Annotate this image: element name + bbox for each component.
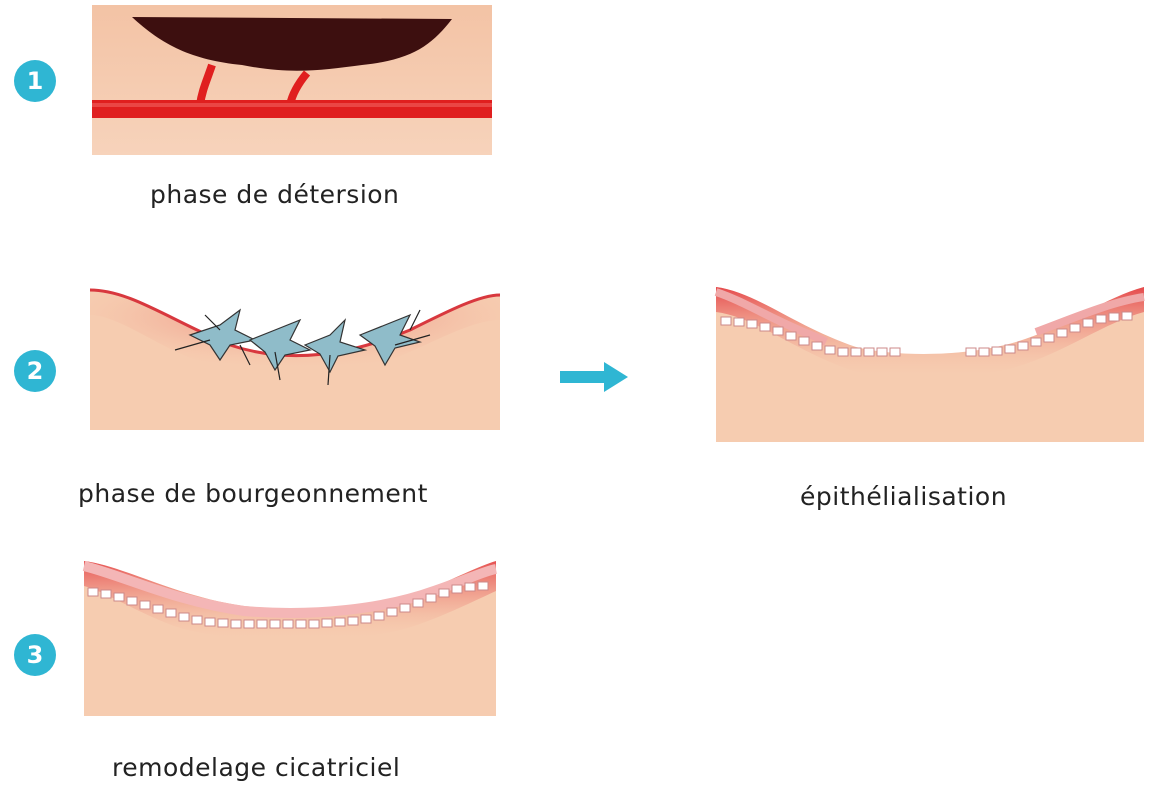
detersion-illustration [92,5,492,155]
step-2-badge: 2 [14,350,56,392]
step-3-caption: remodelage cicatriciel [112,753,400,782]
right-arrow-icon [560,362,630,392]
step-1-badge: 1 [14,60,56,102]
step-1-caption: phase de détersion [150,180,399,209]
granulation-illustration [90,290,500,430]
step-3-badge: 3 [14,634,56,676]
remodeling-illustration [84,561,496,716]
blood-vessel [92,100,492,118]
step-2-caption: phase de bourgeonnement [78,479,428,508]
epithelialisation-caption: épithélialisation [800,482,1007,511]
epithelialisation-illustration [716,287,1144,442]
